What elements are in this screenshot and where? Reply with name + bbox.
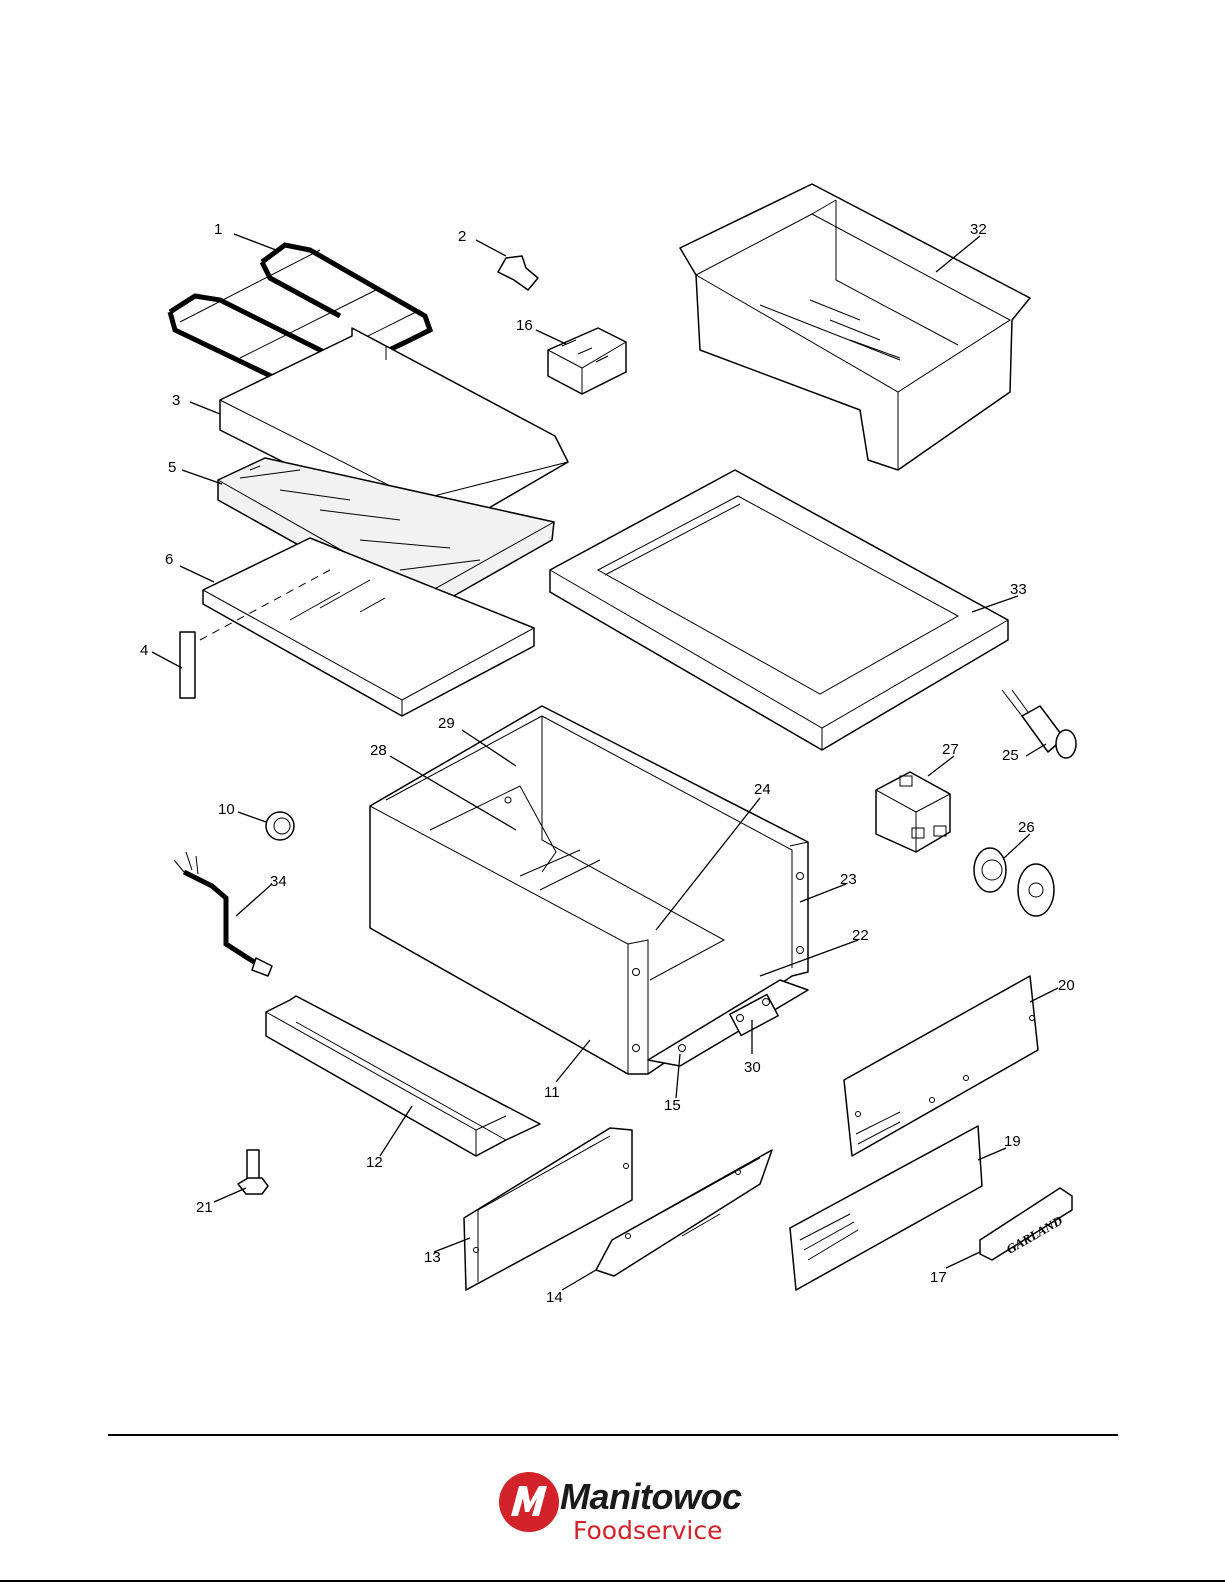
part-2-clamp: [498, 256, 538, 290]
callout-10: 10: [218, 801, 235, 818]
part-16-terminal-block: [548, 328, 626, 394]
callout-17: 17: [930, 1269, 947, 1286]
callout-14: 14: [546, 1289, 563, 1306]
part-26-knob: [974, 848, 1054, 916]
brand-name: Manitowoc: [560, 1476, 742, 1518]
callout-12: 12: [366, 1154, 383, 1171]
callout-25: 25: [1002, 747, 1019, 764]
part-4-bracket: [180, 632, 195, 698]
callout-27: 27: [942, 741, 959, 758]
callout-22: 22: [852, 927, 869, 944]
callout-1: 1: [214, 221, 222, 238]
part-17-nameplate: GARLAND: [980, 1188, 1072, 1260]
callout-13: 13: [424, 1249, 441, 1266]
callout-11: 11: [544, 1084, 560, 1101]
callout-23: 23: [840, 871, 857, 888]
callout-16: 16: [516, 317, 533, 334]
callout-28: 28: [370, 742, 387, 759]
part-27-thermostat: [876, 772, 950, 852]
callout-33: 33: [1010, 581, 1027, 598]
part-21-leg: [238, 1150, 268, 1194]
callout-4: 4: [140, 642, 148, 659]
part-20-panel: [844, 976, 1038, 1156]
callout-2: 2: [458, 228, 466, 245]
callout-34: 34: [270, 873, 287, 890]
callout-6: 6: [165, 551, 173, 568]
brand-subtitle: Foodservice: [573, 1516, 723, 1545]
part-19-front-panel: [790, 1126, 982, 1290]
callout-5: 5: [168, 459, 176, 476]
callout-30: 30: [744, 1059, 761, 1076]
callout-32: 32: [970, 221, 987, 238]
page-bottom-divider: [0, 1580, 1225, 1582]
callout-19: 19: [1004, 1133, 1021, 1150]
part-34-cord: [174, 852, 272, 976]
callout-29: 29: [438, 715, 455, 732]
part-12-rails: [266, 996, 540, 1156]
part-33-top: [550, 470, 1008, 750]
exploded-parts-diagram: GARLAND: [0, 0, 1225, 1420]
footer-divider: [108, 1434, 1118, 1436]
callout-24: 24: [754, 781, 771, 798]
callout-21: 21: [196, 1199, 213, 1216]
callout-20: 20: [1058, 977, 1075, 994]
callout-3: 3: [172, 392, 180, 409]
callout-26: 26: [1018, 819, 1035, 836]
callout-15: 15: [664, 1097, 681, 1114]
part-10-bushing: [266, 812, 294, 840]
